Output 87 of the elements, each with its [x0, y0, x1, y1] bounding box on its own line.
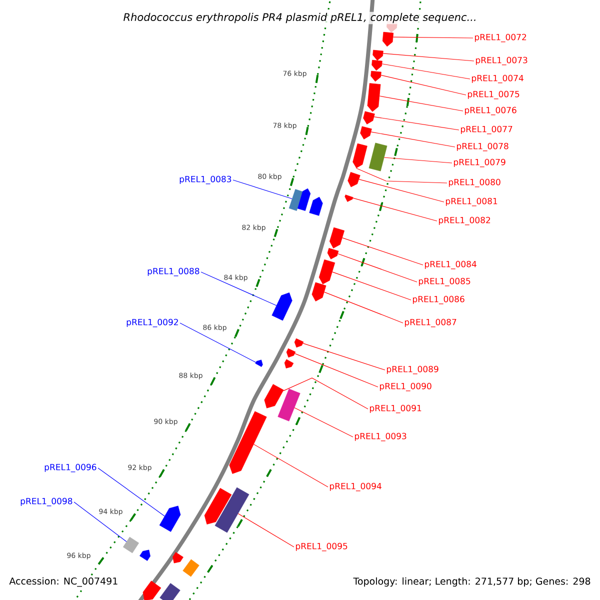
gene-marker [370, 70, 382, 82]
leader-line [253, 444, 328, 488]
gene-label: pREL1_0093 [354, 432, 406, 442]
gene-marker [309, 196, 323, 216]
leader-line [294, 407, 354, 438]
gene-marker [159, 506, 181, 532]
gene-marker [312, 282, 326, 302]
gene-marker [286, 348, 296, 358]
gene-marker [172, 552, 184, 564]
gene-label: pREL1_0087 [404, 318, 456, 328]
gene-label: pREL1_0081 [446, 198, 498, 206]
leader-line [358, 179, 444, 202]
leader-line [382, 53, 474, 62]
gene-marker [140, 550, 150, 561]
leader-line [332, 272, 412, 300]
leader-line [382, 64, 470, 80]
gene-label: pREL1_0082 [438, 216, 490, 226]
leader-line [384, 157, 452, 164]
leader-line [374, 116, 460, 130]
leader-line [324, 292, 404, 324]
gene-marker [297, 188, 311, 211]
gene-label: pREL1_0076 [464, 106, 516, 116]
leader-line [232, 180, 292, 200]
gene-label: pREL1_0080 [448, 178, 500, 188]
gene-marker [272, 292, 292, 321]
leader-line [74, 502, 127, 542]
gene-box [214, 487, 250, 533]
gene-label: pREL1_0086 [412, 296, 464, 304]
gene-marker [204, 488, 232, 524]
gene-marker [327, 248, 339, 260]
gene-label: pREL1_0085 [418, 278, 470, 286]
leader-line [200, 272, 277, 306]
gene-label: pREL1_0098 [20, 498, 72, 506]
gene-label: pREL1_0074 [472, 74, 524, 84]
gene-label: pREL1_0084 [424, 260, 476, 270]
accession-text: Accession: NC_007491 [8, 576, 120, 588]
leader-line [238, 513, 294, 548]
leader-line [370, 132, 456, 148]
gene-label: pREL1_0091 [370, 404, 422, 414]
gene-label: pREL1_0075 [468, 90, 520, 100]
gene-marker [352, 143, 368, 168]
gene-label: pREL1_0092 [126, 318, 178, 328]
gene-label: pREL1_0096 [44, 464, 96, 472]
gene-box [368, 142, 388, 172]
gene-label: pREL1_0083 [180, 176, 232, 184]
gene-box [122, 536, 140, 554]
gene-label: pREL1_0072 [474, 34, 526, 42]
leader-line [283, 378, 368, 410]
gene-marker [284, 359, 294, 368]
leader-line [392, 36, 474, 38]
gene-label: pREL1_0078 [456, 142, 508, 152]
gene-label: pREL1_0088 [148, 268, 200, 276]
gene-label: pREL1_0090 [380, 382, 432, 392]
leader-line [338, 253, 418, 282]
leader-line [302, 343, 386, 370]
gene-label: pREL1_0089 [386, 366, 438, 374]
gene-marker [294, 338, 304, 348]
gene-marker [382, 32, 394, 47]
gene-marker [229, 411, 267, 474]
summary-text: Topology: linear; Length: 271,577 bp; Genes: 298 [352, 576, 592, 588]
gene-marker [360, 126, 372, 140]
gene-marker [372, 60, 382, 71]
gene-label: pREL1_0073 [476, 56, 528, 66]
gene-box [288, 189, 304, 211]
gene-label: pREL1_0079 [454, 158, 506, 168]
leader-line [180, 322, 256, 363]
title: Rhodococcus erythropolis PR4 plasmid pREL1, complete sequenc... [122, 12, 478, 24]
gene-marker [348, 172, 360, 188]
leader-line [356, 168, 448, 184]
leader-line [98, 468, 165, 516]
gene-marker [344, 194, 354, 202]
leader-line [380, 74, 466, 96]
gene-box [182, 559, 200, 577]
gene-marker [264, 384, 284, 408]
gene-label: pREL1_0077 [460, 126, 512, 134]
gene-marker [363, 111, 375, 124]
leader-line [294, 353, 378, 388]
gene-box [278, 388, 300, 422]
leader-line [352, 198, 438, 222]
leader-line [379, 96, 464, 112]
gene-box [160, 583, 180, 600]
gene-marker [372, 50, 384, 61]
leader-line [342, 238, 424, 266]
gene-marker [142, 580, 162, 600]
gene-label: pREL1_0095 [296, 542, 348, 552]
gene-label: pREL1_0094 [330, 482, 382, 492]
gene-marker [255, 360, 263, 367]
